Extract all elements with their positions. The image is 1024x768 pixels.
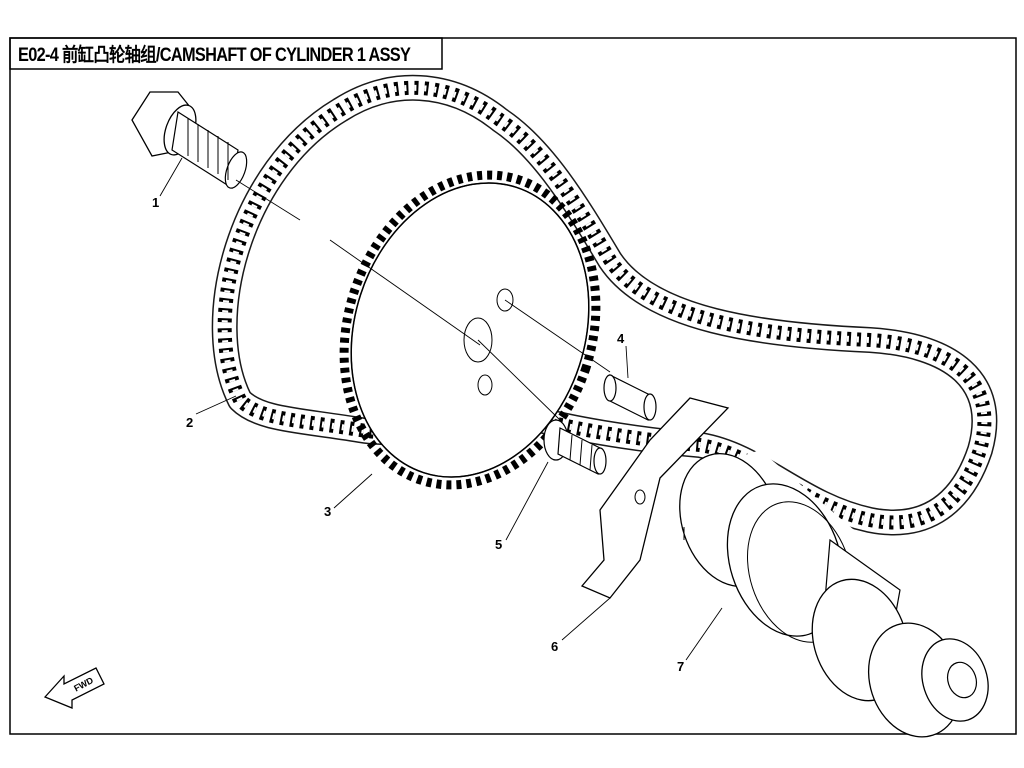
diagram-border xyxy=(9,37,1017,735)
callout-4: 4 xyxy=(617,331,625,346)
title-bar: E02-4 前缸凸轮轴组/CAMSHAFT OF CYLINDER 1 ASSY xyxy=(10,38,442,69)
callout-6: 6 xyxy=(551,639,559,654)
callout-7: 7 xyxy=(677,659,685,674)
stud-bolt xyxy=(543,419,607,475)
title-box-border xyxy=(9,37,443,70)
fwd-arrow-icon: FWD xyxy=(43,667,105,709)
callout-1: 1 xyxy=(152,195,160,210)
leader-lines xyxy=(159,157,723,661)
page-title: E02-4 前缸凸轮轴组/CAMSHAFT OF CYLINDER 1 ASSY xyxy=(18,45,411,66)
callout-2: 2 xyxy=(186,415,194,430)
cam-plate xyxy=(580,397,730,599)
camshaft xyxy=(679,450,989,738)
flange-bolt xyxy=(131,91,248,189)
callout-3: 3 xyxy=(324,504,332,519)
dowel-pin xyxy=(603,374,657,421)
callout-5: 5 xyxy=(495,537,503,552)
